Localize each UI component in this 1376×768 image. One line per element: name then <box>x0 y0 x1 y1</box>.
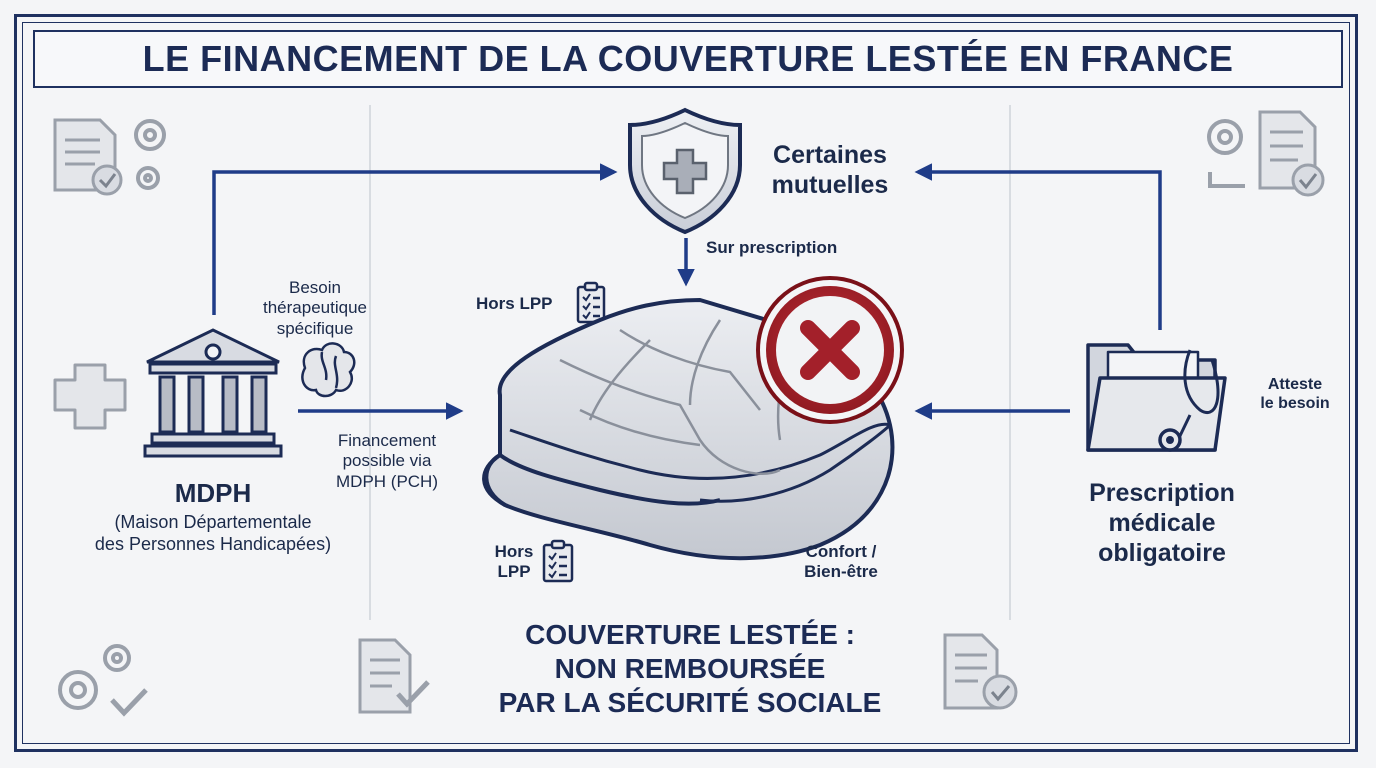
gear-icon <box>58 644 131 710</box>
prescription-line1: Prescription <box>1089 479 1235 507</box>
financement-line2: possible via <box>342 451 432 471</box>
check-icon <box>1291 163 1325 197</box>
mutuelles-label-line1: Certaines <box>773 141 887 169</box>
atteste-line2: le besoin <box>1260 395 1330 413</box>
financement-line3: MDPH (PCH) <box>336 471 438 491</box>
document-icon <box>358 638 412 714</box>
confort-label: Confort / Bien-être <box>786 542 896 583</box>
mutuelles-label: Certaines mutuelles <box>755 140 905 200</box>
mdph-full-line2: des Personnes Handicapées) <box>94 533 332 554</box>
atteste-label: Atteste le besoin <box>1240 375 1350 413</box>
arrow-prescription-to-mutuelles <box>914 163 1162 330</box>
title-band: LE FINANCEMENT DE LA COUVERTURE LESTÉE E… <box>33 30 1343 88</box>
mdph-full-name: (Maison Départementale des Personnes Han… <box>60 512 366 555</box>
check-icon <box>396 680 430 708</box>
page-title: LE FINANCEMENT DE LA COUVERTURE LESTÉE E… <box>142 38 1234 79</box>
mutuelles-label-line2: mutuelles <box>771 171 889 199</box>
sur-prescription-label: Sur prescription <box>706 238 838 257</box>
conclusion-line3: PAR LA SÉCURITÉ SOCIALE <box>498 687 882 719</box>
check-icon <box>91 164 123 196</box>
inner-frame <box>22 22 1350 744</box>
prescription-label: Prescription médicale obligatoire <box>1066 478 1258 568</box>
arrow-icon <box>1208 172 1245 188</box>
hors-lpp-bottom-line2: LPP <box>497 562 531 582</box>
reject-x-icon <box>756 276 904 424</box>
financement-line1: Financement <box>337 431 437 450</box>
check-icon <box>982 674 1018 710</box>
brain-icon <box>301 342 356 398</box>
confort-line2: Bien-être <box>804 562 878 582</box>
mdph-name: MDPH <box>174 478 252 508</box>
arrow-mdph-to-mutuelles <box>212 163 618 315</box>
check-icon <box>110 688 148 717</box>
mdph-full-line1: (Maison Départementale <box>114 512 312 532</box>
hors-lpp-top-label: Hors LPP <box>476 294 553 313</box>
hors-lpp-bottom-label: Hors LPP <box>488 542 540 583</box>
flow-arrows <box>212 163 1162 420</box>
confort-line1: Confort / <box>805 542 877 561</box>
conclusion-label: COUVERTURE LESTÉE : NON REMBOURSÉE PAR L… <box>440 618 940 720</box>
institution-icon <box>143 328 283 458</box>
folder-stethoscope-icon <box>1086 343 1227 452</box>
conclusion-line1: COUVERTURE LESTÉE : <box>525 619 855 650</box>
clipboard-icon <box>542 539 574 583</box>
gear-icon <box>134 119 166 190</box>
besoin-line2: thérapeutique <box>263 298 367 318</box>
prescription-line3: obligatoire <box>1098 539 1226 567</box>
shield-cross-icon <box>628 107 742 235</box>
clipboard-icon <box>576 281 606 324</box>
gear-icon <box>1207 119 1243 155</box>
separator-lines <box>369 105 1011 620</box>
besoin-label: Besoin thérapeutique spécifique <box>240 278 390 339</box>
atteste-line1: Atteste <box>1267 376 1323 393</box>
besoin-line3: spécifique <box>276 318 354 338</box>
hors-lpp-bottom-line1: Hors <box>494 542 534 561</box>
conclusion-line2: NON REMBOURSÉE <box>554 653 826 685</box>
besoin-line1: Besoin <box>289 278 341 297</box>
medical-cross-icon <box>53 363 127 430</box>
outer-frame <box>14 14 1358 752</box>
prescription-line2: médicale <box>1108 509 1216 537</box>
financement-label: Financement possible via MDPH (PCH) <box>312 431 462 492</box>
